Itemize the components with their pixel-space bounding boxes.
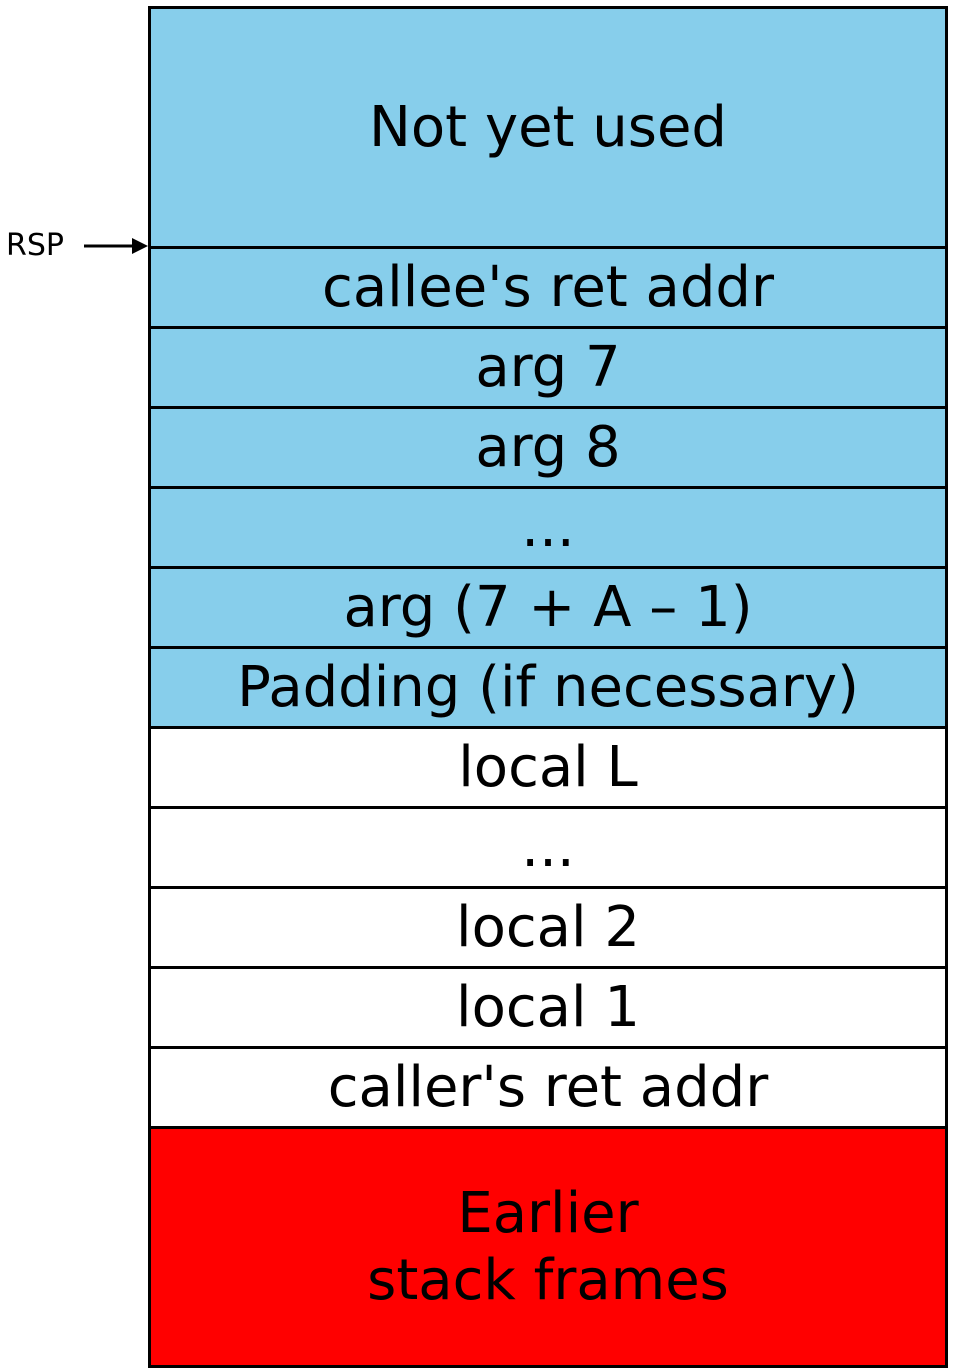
stack-cell-callee-ret-addr: callee's ret addr bbox=[151, 249, 945, 329]
stack-cell-args-ellipsis: ... bbox=[151, 489, 945, 569]
stack-cell-label: callee's ret addr bbox=[322, 254, 774, 320]
stack-cell-caller-ret-addr: caller's ret addr bbox=[151, 1049, 945, 1129]
stack-cell-label: Padding (if necessary) bbox=[237, 654, 859, 720]
stack-cell-arg-7: arg 7 bbox=[151, 329, 945, 409]
stack-cell-label: ... bbox=[521, 494, 575, 560]
stack-cell-label: caller's ret addr bbox=[327, 1054, 769, 1120]
stack-cell-earlier-frames: Earlier stack frames bbox=[151, 1129, 945, 1365]
stack-cell-label: arg 8 bbox=[475, 414, 621, 480]
stack-cell-label: ... bbox=[521, 814, 575, 880]
stack-cell-label: arg (7 + A – 1) bbox=[343, 574, 753, 640]
stack-cell-local-l: local L bbox=[151, 729, 945, 809]
stack-cell-label: arg 7 bbox=[475, 334, 621, 400]
stack-cell-padding: Padding (if necessary) bbox=[151, 649, 945, 729]
rsp-label: RSP bbox=[6, 228, 64, 263]
rsp-arrow-icon bbox=[84, 238, 148, 254]
stack-cell-arg-last: arg (7 + A – 1) bbox=[151, 569, 945, 649]
stack-cell-label: local 2 bbox=[456, 894, 640, 960]
stack-cell-label: Not yet used bbox=[369, 94, 727, 160]
stack-diagram: Not yet used callee's ret addr arg 7 arg… bbox=[148, 6, 948, 1368]
stack-cell-label: Earlier stack frames bbox=[367, 1180, 729, 1313]
stack-cell-label: local 1 bbox=[456, 974, 640, 1040]
stack-cell-locals-ellipsis: ... bbox=[151, 809, 945, 889]
stack-cell-arg-8: arg 8 bbox=[151, 409, 945, 489]
stack-cell-local-1: local 1 bbox=[151, 969, 945, 1049]
stack-cell-local-2: local 2 bbox=[151, 889, 945, 969]
stack-cell-label: local L bbox=[458, 734, 638, 800]
stack-cell-not-yet-used: Not yet used bbox=[151, 9, 945, 249]
